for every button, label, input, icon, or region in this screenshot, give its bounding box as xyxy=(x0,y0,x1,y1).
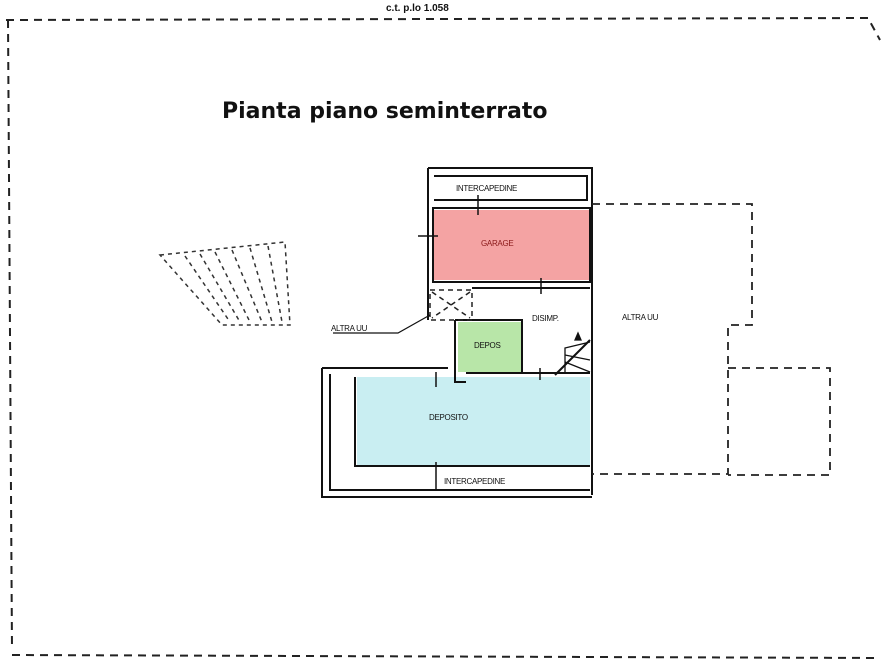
adjacent-unit-boundary xyxy=(592,203,831,476)
room-label-deposito: DEPOSITO xyxy=(429,413,468,422)
external-ramp xyxy=(158,241,291,326)
depos-fill xyxy=(458,322,522,372)
deposito-fill xyxy=(357,377,590,465)
stair-icon xyxy=(564,331,591,373)
room-label-intercapedine-bottom: INTERCAPEDINE xyxy=(444,477,505,486)
lot-boundary xyxy=(5,16,881,659)
label-altra-uu-left: ALTRA UU xyxy=(331,324,368,333)
page-title: Pianta piano seminterrato xyxy=(222,99,548,124)
room-label-depos: DEPOS xyxy=(474,341,501,350)
walls xyxy=(321,167,593,498)
garage-fill xyxy=(433,210,590,280)
room-label-disimpegno: DISIMP. xyxy=(532,314,559,323)
room-label-garage: GARAGE xyxy=(481,239,513,248)
doors xyxy=(418,195,542,490)
leader-line xyxy=(333,314,431,334)
top-note: c.t. p.lo 1.058 xyxy=(386,3,449,14)
altra-uu-shaft xyxy=(429,289,473,321)
room-label-intercapedine-top: INTERCAPEDINE xyxy=(456,184,517,193)
label-altra-uu-right: ALTRA UU xyxy=(622,313,659,322)
